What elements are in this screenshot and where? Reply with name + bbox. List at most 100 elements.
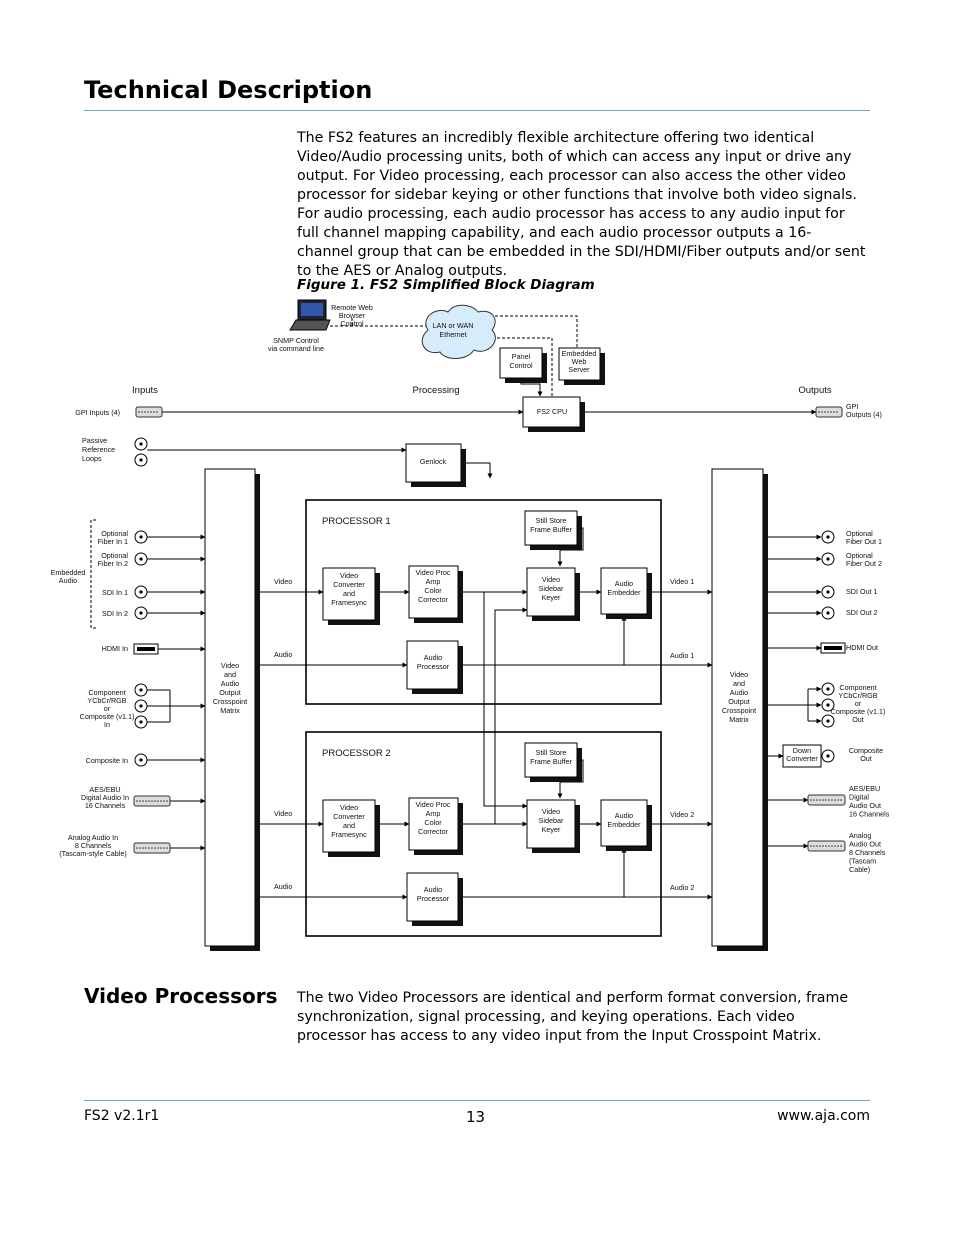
sdi-out-2-label: SDI Out 2	[846, 608, 878, 617]
analog-in-connector-pin	[148, 847, 150, 849]
processor-1-proc-amp	[408, 565, 459, 619]
embedded-web-box	[558, 347, 601, 381]
gpi-out-connector-pin	[821, 411, 823, 413]
video-out-2-label: Video 2	[670, 810, 694, 819]
footer-version: FS2 v2.1r1	[84, 1108, 160, 1124]
sdi-in-2-label: SDI In 2	[102, 609, 128, 618]
cross-link-1-to-2	[483, 592, 528, 809]
aes-in-connector-pin	[148, 800, 150, 802]
processor-2-still-store	[524, 742, 578, 778]
analog-out-connector-pin	[816, 845, 818, 847]
gpi-in-connector-pin	[150, 411, 152, 413]
audio-out-1-label: Audio 1	[670, 651, 694, 660]
sdi-in-2-connector-pin	[139, 611, 143, 615]
aes-in-connector-pin	[160, 800, 162, 802]
cross-link-2-to-1	[494, 607, 528, 824]
aes-in-connector-pin	[142, 800, 144, 802]
aes-out-connector-pin	[816, 799, 818, 801]
aes-out-connector-pin	[819, 799, 821, 801]
aes-in-connector-pin	[154, 800, 156, 802]
gpi-out-connector-pin	[836, 411, 838, 413]
sdi-out-1-connector-pin	[826, 590, 830, 594]
gpi-out-connector-pin	[824, 411, 826, 413]
analog-in-connector-pin	[154, 847, 156, 849]
title-rule	[84, 110, 870, 111]
laptop-screen-icon	[301, 303, 323, 316]
aes-out-connector-pin	[840, 799, 842, 801]
gpi-in-connector-pin	[138, 411, 140, 413]
component-in-1-pin	[139, 688, 143, 692]
processing-header: Processing	[413, 385, 460, 396]
outputs-header: Outputs	[798, 385, 832, 396]
gpi-in-connector-pin	[147, 411, 149, 413]
analog-out-connector-pin	[822, 845, 824, 847]
gpi-out-connector-pin	[827, 411, 829, 413]
gpi-in-connector-pin	[153, 411, 155, 413]
analog-in-connector-pin	[151, 847, 153, 849]
ref-loop-2-pin	[139, 458, 143, 462]
aes-out-connector-pin	[810, 799, 812, 801]
processor-1-keyer	[526, 567, 576, 617]
processor-1-embedder	[600, 567, 648, 615]
processor-2-converter	[322, 799, 376, 853]
processor-2-embedder	[600, 799, 648, 847]
gpi-out-connector-pin	[833, 411, 835, 413]
aes-in-connector-pin	[151, 800, 153, 802]
sdi-out-1-label: SDI Out 1	[846, 587, 878, 596]
gpi-out-connector	[815, 406, 843, 418]
fiber-out-2-connector-pin	[826, 557, 830, 561]
processor-2-frame	[305, 731, 662, 937]
aes-in-connector-pin	[163, 800, 165, 802]
aes-in-connector-pin	[145, 800, 147, 802]
fiber-in-2-connector-pin	[139, 557, 143, 561]
component-out-2-pin	[826, 703, 830, 707]
genlock-label: Genlock	[420, 457, 447, 466]
hdmi-out-label: HDMI Out	[846, 643, 878, 652]
fiber-in-1-connector-pin	[139, 535, 143, 539]
video-out-1-label: Video 1	[670, 577, 694, 586]
fiber-out-1-connector-pin	[826, 535, 830, 539]
video-in-1-label: Video	[274, 577, 292, 586]
processor-1-label: PROCESSOR 1	[322, 516, 391, 527]
analog-out-connector-pin	[819, 845, 821, 847]
intro-paragraph: The FS2 features an incredibly flexible …	[297, 130, 866, 279]
hdmi-in-label: HDMI In	[102, 644, 128, 653]
processor-1-frame	[305, 499, 662, 705]
footer-rule	[84, 1100, 870, 1101]
network-cloud	[421, 304, 496, 359]
page-title: Technical Description	[84, 76, 373, 104]
analog-out-connector-pin	[831, 845, 833, 847]
inputs-header: Inputs	[132, 385, 158, 396]
analog-in-connector-pin	[160, 847, 162, 849]
analog-in-connector-pin	[163, 847, 165, 849]
ref-loop-1-pin	[139, 442, 143, 446]
processor-2-audio-proc	[406, 872, 459, 922]
aes-out-connector-pin	[825, 799, 827, 801]
component-out-1-pin	[826, 687, 830, 691]
aes-out-connector-pin	[828, 799, 830, 801]
gpi-in-connector	[135, 406, 163, 418]
analog-in-connector-pin	[166, 847, 168, 849]
aes-out-connector-pin	[822, 799, 824, 801]
gpi-out-connector-pin	[830, 411, 832, 413]
aes-out-connector-pin	[837, 799, 839, 801]
gpi-in-connector-pin	[141, 411, 143, 413]
sdi-in-1-connector-pin	[139, 590, 143, 594]
gpi-in-label: GPI Inputs (4)	[75, 408, 120, 417]
sdi-in-1-label: SDI In 1	[102, 588, 128, 597]
